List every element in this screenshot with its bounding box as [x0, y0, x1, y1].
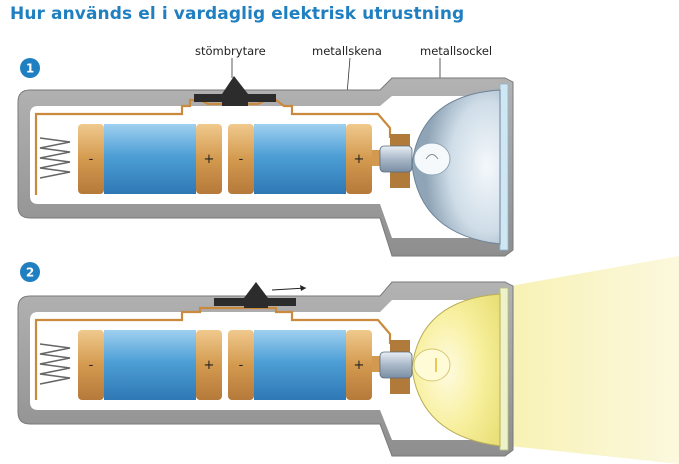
metal-rail-2: [34, 306, 392, 400]
svg-text:-: -: [89, 152, 94, 167]
svg-text:+: +: [204, 152, 215, 167]
svg-text:-: -: [239, 358, 244, 373]
socket-label: metallsockel: [420, 44, 492, 58]
battery-1: - +: [78, 124, 222, 194]
svg-text:1: 1: [26, 62, 34, 76]
svg-text:-: -: [89, 358, 94, 373]
spring: [39, 137, 71, 179]
battery-4: - +: [228, 330, 380, 400]
page-title: Hur används el i vardaglig elektrisk utr…: [10, 4, 465, 24]
metal-rail: [34, 98, 392, 195]
svg-text:+: +: [204, 358, 215, 373]
bulb-socket: [379, 134, 451, 188]
panel-2: 2 - +: [17, 256, 679, 464]
svg-text:2: 2: [26, 266, 34, 280]
switch-off: [194, 76, 276, 106]
lens-2: [499, 287, 509, 451]
battery-3: - +: [78, 330, 222, 400]
step-badge-2: 2: [20, 262, 40, 282]
svg-text:-: -: [239, 152, 244, 167]
rail-label: metallskena: [312, 44, 382, 58]
battery-2: - +: [228, 124, 380, 194]
light-beam: [510, 256, 679, 464]
bulb-socket-lit: [379, 340, 451, 394]
svg-text:+: +: [354, 358, 365, 373]
switch-on: [214, 282, 307, 308]
step-badge-1: 1: [20, 58, 40, 78]
panel-1: 1 stömbrytare metallskena metallsockel: [17, 44, 514, 257]
lens: [499, 83, 509, 251]
switch-label: stömbrytare: [195, 44, 266, 58]
svg-text:+: +: [354, 152, 365, 167]
spring-2: [39, 343, 71, 385]
